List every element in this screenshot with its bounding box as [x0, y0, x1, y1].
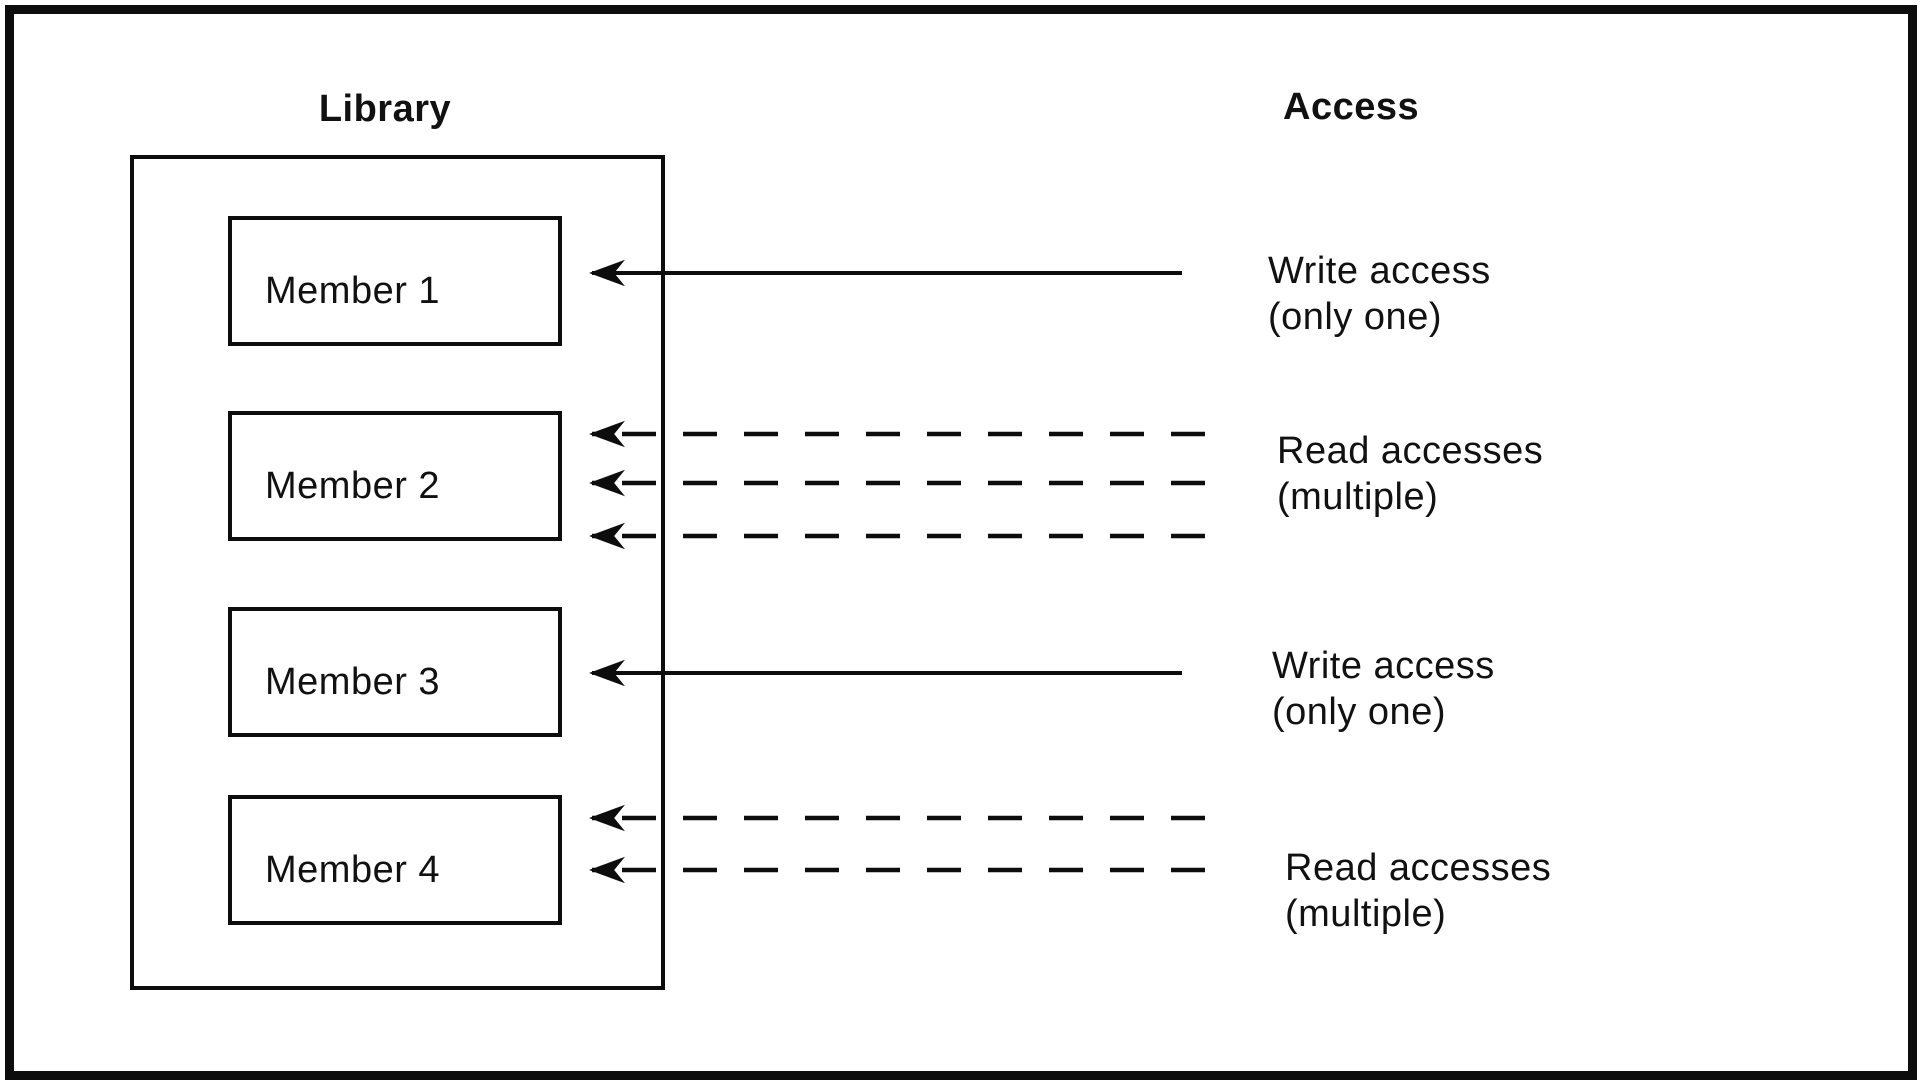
read-access-label-member2: Read accesses (multiple): [1277, 428, 1543, 520]
library-box: [130, 155, 665, 990]
write-access-label-member3: Write access (only one): [1272, 643, 1495, 735]
read-access-label-member2-line2: (multiple): [1277, 476, 1439, 518]
member-box-1: Member 1: [228, 216, 562, 346]
write-access-label-member3-line1: Write access: [1272, 645, 1495, 687]
read-access-label-member4: Read accesses (multiple): [1285, 845, 1551, 937]
read-access-label-member4-line1: Read accesses: [1285, 847, 1552, 889]
member-box-4: Member 4: [228, 795, 562, 925]
member-3-label: Member 3: [265, 660, 441, 703]
access-title: Access: [1283, 86, 1420, 128]
write-access-label-member1-line1: Write access: [1268, 250, 1491, 292]
member-box-2: Member 2: [228, 411, 562, 541]
member-2-label: Member 2: [265, 464, 441, 507]
read-access-label-member4-line2: (multiple): [1285, 893, 1447, 935]
write-access-label-member1: Write access (only one): [1268, 248, 1491, 340]
member-1-label: Member 1: [265, 269, 441, 312]
read-access-label-member2-line1: Read accesses: [1277, 430, 1544, 472]
write-access-label-member1-line2: (only one): [1268, 296, 1442, 338]
library-title: Library: [318, 88, 452, 130]
member-4-label: Member 4: [265, 848, 441, 891]
outer-border: [5, 5, 1917, 1080]
member-box-3: Member 3: [228, 607, 562, 737]
write-access-label-member3-line2: (only one): [1272, 691, 1446, 733]
